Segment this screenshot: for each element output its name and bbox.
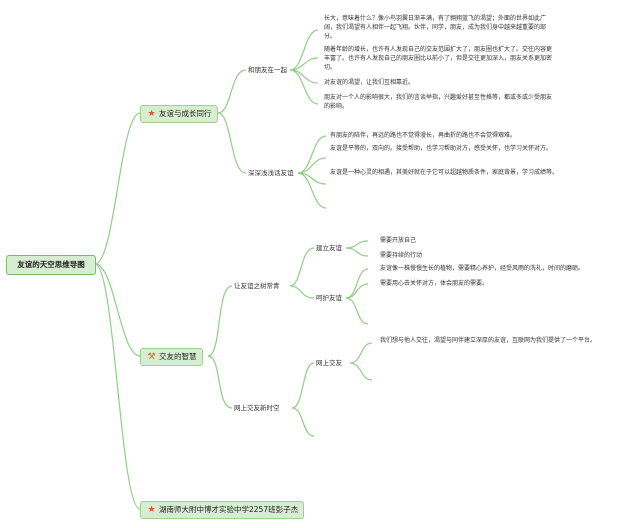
connector-root-branch3 — [94, 263, 141, 510]
tools-icon: ⚒ — [147, 352, 156, 362]
item: 需要用心去关怀对方，体会朋友的需要。 — [380, 280, 489, 287]
branch-friendship-wisdom[interactable]: ⚒交友的智慧 — [140, 348, 203, 366]
subtopic-evergreen[interactable]: 让友谊之树常青 — [234, 282, 280, 290]
connector-root-branch1 — [94, 112, 141, 265]
connector-c2-g1 — [291, 362, 315, 409]
branch-friendship-growth[interactable]: ★友谊与成长同行 — [140, 105, 218, 123]
connector-b2-c1 — [207, 285, 233, 357]
topic-build-friendship[interactable]: 建立友谊 — [316, 244, 342, 252]
branch-label: 友谊与成长同行 — [159, 109, 212, 118]
star-icon: ★ — [147, 505, 156, 515]
paragraph: 长大，意味着什么？像小鸟羽翼日渐丰满，有了翱翔蓝飞的渴望；外面的世界如此广阔，我… — [324, 15, 547, 40]
connector-b1-c1 — [217, 69, 247, 114]
connector-c1-p1 — [289, 29, 319, 71]
connector-c2-p1 — [297, 135, 327, 174]
connector-c1-p3 — [289, 69, 319, 84]
connector-b1-c2 — [217, 112, 247, 174]
connector-c2-tail — [291, 407, 315, 437]
paragraph: 朋友对一个人的影响很大，我们的言谈举指，兴趣爱好甚至性格等，都或多或少受朋友的影… — [324, 94, 553, 110]
connector-b2-c2 — [207, 355, 233, 409]
branch-author[interactable]: ★湖南师大附中博才实验中学2257班彭子杰 — [140, 501, 305, 519]
topic-online-friends[interactable]: 网上交友 — [316, 359, 342, 367]
paragraph: 我们想与他人交往，渴望与同伴建立深厚的友谊，互联网为我们提供了一个平台。 — [380, 337, 597, 344]
connector-g3-i1 — [349, 342, 373, 364]
item: 需要开放自己 — [380, 237, 417, 244]
subtopic-with-friends[interactable]: 和朋友在一起 — [248, 66, 287, 74]
branch-label: 湖南师大附中博才实验中学2257班彭子杰 — [159, 505, 299, 514]
item: 友谊像一株慢慢生长的植物，需要精心养护，经受风雨的洗礼，时间的磨砺。 — [380, 265, 585, 272]
paragraph: 友谊是平等的，双向的。接受帮助，也学习帮助对方，感受关怀，也学习关怀对方。 — [330, 145, 553, 152]
connector-c2-p2 — [297, 157, 327, 174]
item: 需要持续的行动 — [380, 252, 423, 259]
root-node[interactable]: 友谊的天空思维导图 — [6, 255, 96, 275]
paragraph: 有朋友的陪伴，再远的路也不觉得漫长，再曲折的路也不会觉得艰难。 — [330, 132, 517, 139]
star-icon: ★ — [147, 109, 156, 119]
connector-g1-i1 — [345, 240, 369, 249]
paragraph: 对友谊的渴望，让我们互相靠近。 — [324, 79, 415, 86]
connector-root-branch2 — [94, 263, 141, 357]
subtopic-online-friends[interactable]: 网上交友新时空 — [234, 404, 280, 412]
connector-c1-g1 — [289, 247, 315, 287]
subtopic-talk-friendship[interactable]: 深深浅浅话友谊 — [248, 169, 294, 177]
connector-c1-g2 — [289, 285, 315, 299]
paragraph: 随着年龄的增长，也许有人发现自己的交友范围扩大了，朋友圈也扩大了。交往内容更丰富… — [324, 46, 553, 71]
connector-g2-tail — [345, 297, 369, 325]
connector-c2-tail — [297, 172, 327, 209]
connector-g2-i2 — [345, 283, 369, 299]
connector-g1-i2 — [345, 247, 369, 257]
connector-c1-p4 — [289, 69, 319, 105]
connector-g3-tail — [349, 362, 373, 381]
connector-g2-i1 — [345, 268, 369, 299]
branch-label: 交友的智慧 — [159, 352, 197, 361]
paragraph: 友谊是一种心灵的相遇，其美好就在于它可以超越物质条件，家庭背景，学习成绩等。 — [330, 169, 559, 176]
topic-protect-friendship[interactable]: 呵护友谊 — [316, 294, 342, 302]
